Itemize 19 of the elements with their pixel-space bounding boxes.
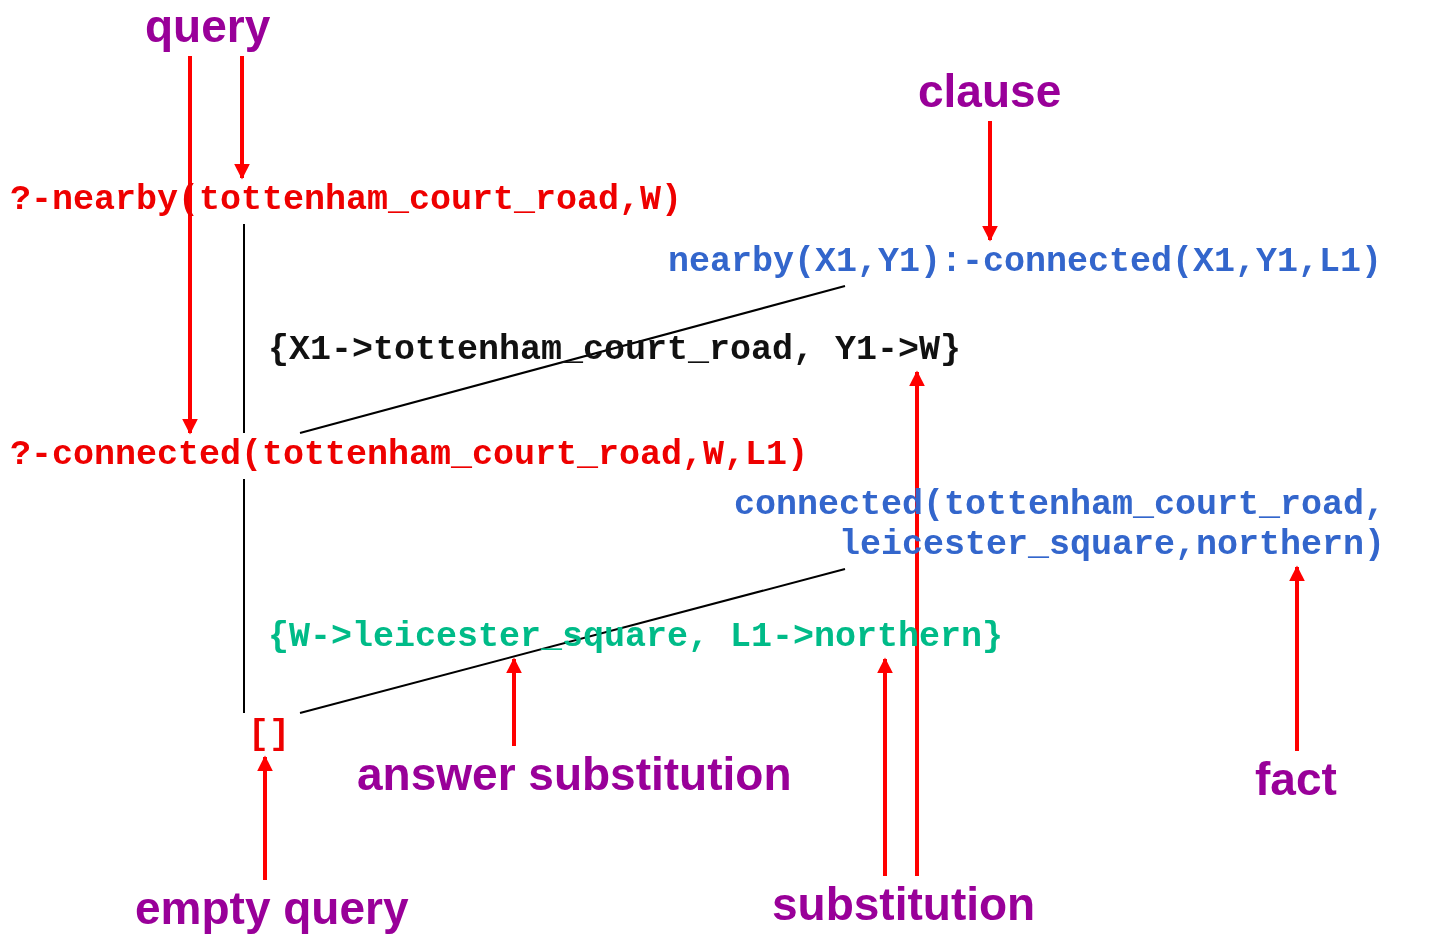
- query-text: ?-connected(tottenham_court_road,W,L1): [10, 435, 809, 475]
- arrow: [909, 370, 925, 876]
- arrow: [506, 657, 522, 746]
- empty-query-label: empty query: [135, 882, 409, 934]
- empty-query-text: []: [248, 715, 290, 755]
- answer-substitution-label: answer substitution: [357, 748, 792, 800]
- arrow: [182, 56, 198, 435]
- fact-label: fact: [1255, 753, 1337, 805]
- arrow: [257, 755, 273, 880]
- clause-text: nearby(X1,Y1):-connected(X1,Y1,L1): [668, 242, 1383, 282]
- resolution-line: [243, 478, 245, 714]
- clause-label: clause: [918, 65, 1062, 117]
- arrow: [982, 121, 998, 242]
- resolution-line: [243, 223, 245, 434]
- arrow: [877, 657, 893, 876]
- arrow: [234, 56, 250, 180]
- query-label: query: [145, 0, 271, 52]
- arrow: [1289, 565, 1305, 751]
- substitution-label: substitution: [772, 878, 1036, 930]
